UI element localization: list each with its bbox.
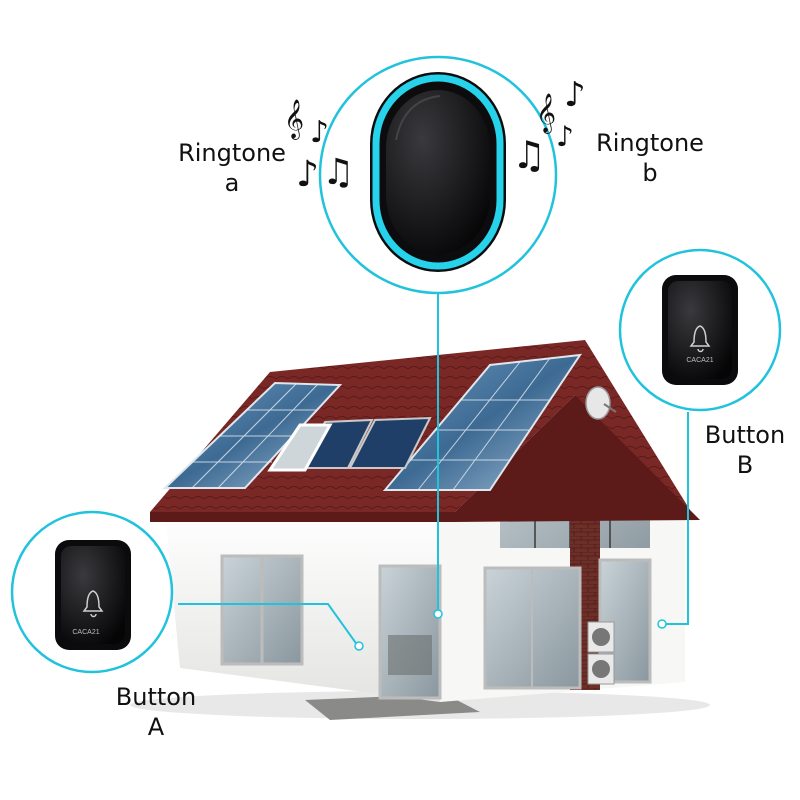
button-b-callout: CACA21 bbox=[618, 248, 782, 412]
glass-front-right bbox=[483, 558, 652, 690]
receiver-connection-dot bbox=[433, 609, 443, 619]
button-a-line2: A bbox=[147, 713, 165, 741]
treble-clef-icon: 𝄞 bbox=[284, 99, 304, 140]
ringtone-b-line1: Ringtone bbox=[596, 129, 704, 157]
bell-icon bbox=[82, 590, 104, 618]
ac-unit bbox=[587, 621, 615, 685]
bell-icon bbox=[689, 325, 711, 353]
button-b-connection-dot bbox=[657, 619, 667, 629]
receiver-callout bbox=[318, 55, 558, 295]
button-a-callout: CACA21 bbox=[10, 510, 174, 674]
music-note-icon: ♫ bbox=[512, 133, 546, 177]
ringtone-a-line1: Ringtone bbox=[178, 139, 286, 167]
button-a-label: Button A bbox=[100, 682, 212, 742]
music-note-icon: ♪ bbox=[296, 154, 319, 195]
button-a-line1: Button bbox=[115, 683, 197, 711]
music-note-icon: ♫ bbox=[322, 152, 354, 193]
device-brand-text: CACA21 bbox=[72, 629, 99, 636]
button-a-device: CACA21 bbox=[55, 540, 131, 650]
button-b-line2: B bbox=[736, 451, 754, 479]
button-a-connection-dot bbox=[354, 641, 364, 651]
doorbell-receiver bbox=[370, 72, 506, 272]
button-b-line1: Button bbox=[704, 421, 786, 449]
glass-door-center bbox=[378, 564, 442, 700]
ringtone-b-label: Ringtone b bbox=[590, 128, 710, 188]
solar-panels bbox=[162, 353, 583, 491]
button-b-label: Button B bbox=[690, 420, 800, 480]
music-note-icon: ♪ bbox=[564, 75, 586, 115]
button-b-device: CACA21 bbox=[662, 275, 738, 385]
connector-lines bbox=[178, 292, 689, 647]
ringtone-b-line2: b bbox=[642, 159, 658, 187]
treble-clef-icon: 𝄞 bbox=[536, 93, 556, 134]
music-note-icon: ♪ bbox=[310, 115, 329, 150]
ringtone-a-label: Ringtone a bbox=[172, 138, 292, 198]
music-note-icon: ♪ bbox=[556, 120, 574, 153]
satellite-dish bbox=[585, 386, 617, 420]
glass-door-left bbox=[220, 554, 304, 666]
house bbox=[130, 340, 710, 720]
ringtone-a-line2: a bbox=[224, 169, 240, 197]
device-brand-text: CACA21 bbox=[686, 357, 713, 364]
